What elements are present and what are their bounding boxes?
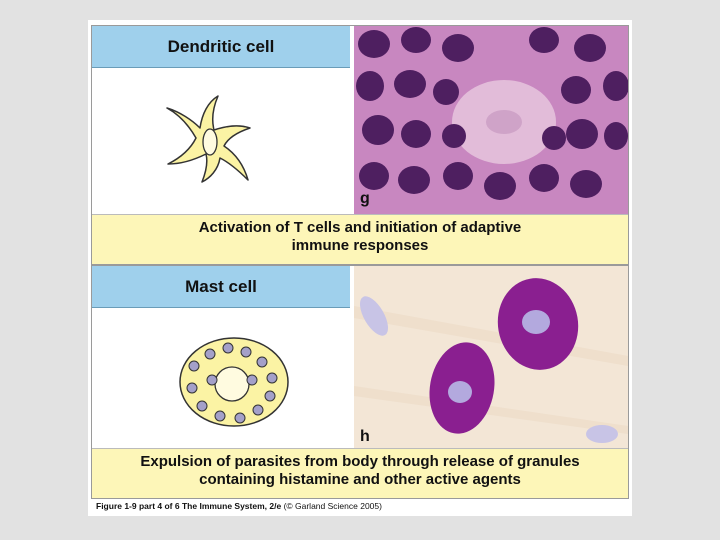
mast-cell-drawing <box>92 308 350 448</box>
dendritic-cell-nucleus <box>202 128 218 156</box>
book-title: The Immune System, 2/e <box>181 501 282 511</box>
figure-number: Figure 1-9 part 4 of 6 <box>96 501 180 511</box>
mast-cell-caption-line1: Expulsion of parasites from body through… <box>140 453 580 470</box>
figure-credit: Figure 1-9 part 4 of 6 The Immune System… <box>96 501 382 511</box>
mast-cell-micrograph <box>354 266 628 448</box>
mast-cell-caption: Expulsion of parasites from body through… <box>92 448 628 498</box>
micrograph-label-g: g <box>360 190 370 207</box>
mast-cell-title: Mast cell <box>185 276 257 296</box>
dendritic-cell-drawing <box>92 68 350 234</box>
dendritic-cell-caption: Activation of T cells and initiation of … <box>92 214 628 264</box>
dendritic-cell-header: Dendritic cell <box>92 26 350 68</box>
copyright: (© Garland Science 2005) <box>283 501 382 511</box>
mast-cell-panel: Mast cell <box>91 265 629 499</box>
slide: Dendritic cell <box>88 20 632 516</box>
dendritic-cell-micrograph <box>354 26 628 214</box>
dendritic-cell-title: Dendritic cell <box>167 36 275 56</box>
dendritic-cell-caption-line2: immune responses <box>291 237 429 254</box>
dendritic-cell-panel: Dendritic cell <box>91 25 629 265</box>
mast-cell-nucleus <box>214 366 250 402</box>
micrograph-label-h: h <box>360 428 370 445</box>
mast-cell-caption-line2: containing histamine and other active ag… <box>199 471 521 488</box>
mast-cell-header: Mast cell <box>92 266 350 308</box>
mast-cell-granules <box>186 342 278 424</box>
dendritic-cell-caption-line1: Activation of T cells and initiation of … <box>198 219 522 236</box>
